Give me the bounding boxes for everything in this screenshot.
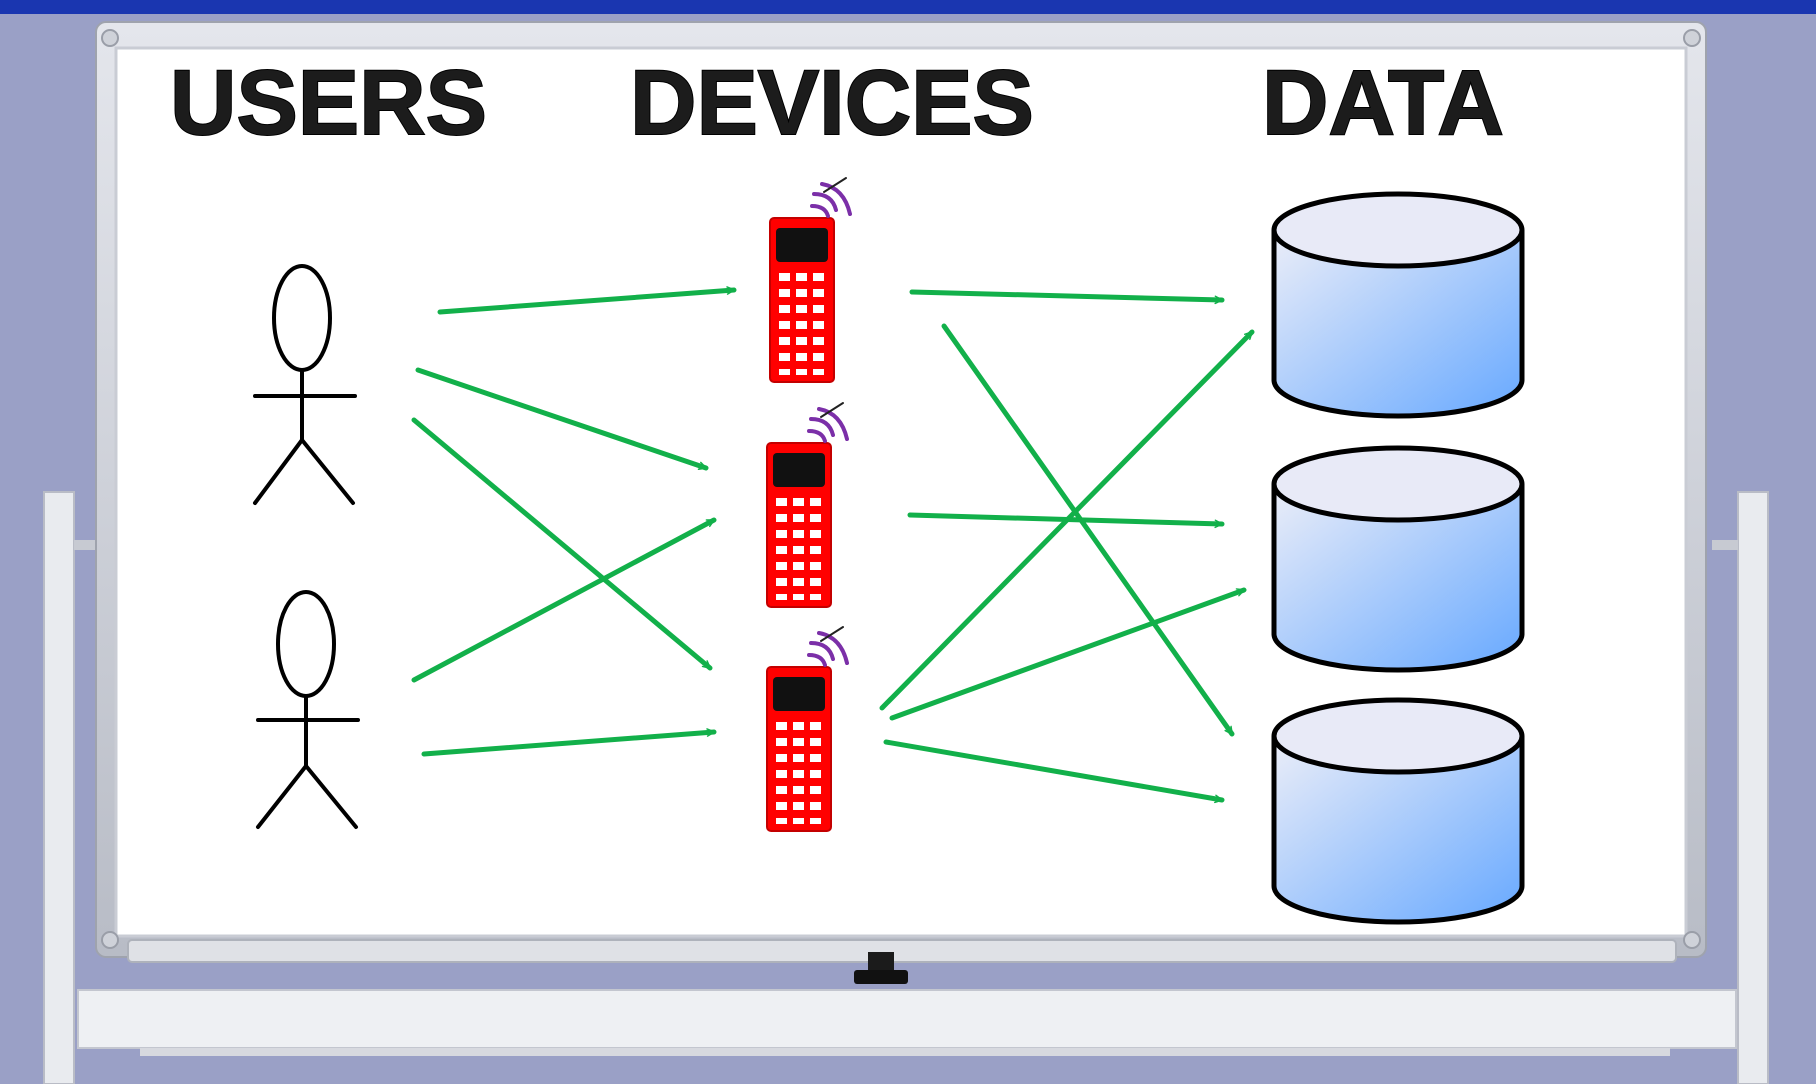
headings: ​ USERS DEVICES DATA	[169, 51, 1505, 155]
arrow-user1-device3	[411, 417, 713, 671]
device-3	[766, 626, 849, 832]
stick-figure-icon	[256, 590, 360, 829]
arrow-device3-data2	[889, 587, 1247, 721]
arrow-device1-data1	[909, 289, 1225, 305]
antenna-waves-icon	[807, 402, 849, 443]
user-2	[256, 590, 360, 829]
data-store-3	[1271, 697, 1525, 925]
marker-tray	[127, 939, 1677, 963]
arrow-device1-data3	[941, 323, 1235, 737]
data-store-2	[1271, 445, 1525, 673]
heading-data: DATA	[1262, 52, 1504, 154]
mobile-phone-icon	[769, 177, 852, 383]
arrow-device3-data1	[879, 329, 1255, 711]
antenna-waves-icon	[810, 177, 852, 218]
mobile-phone-icon	[766, 402, 849, 608]
database-cylinder-icon	[1271, 445, 1525, 673]
eraser-icon	[854, 952, 908, 984]
whiteboard-stand	[43, 491, 1769, 1084]
connection-arrows	[411, 286, 1255, 804]
device-1	[769, 177, 852, 383]
data-store-1	[1271, 191, 1525, 419]
arrow-device3-data3	[883, 739, 1225, 804]
heading-users: USERS	[170, 52, 487, 154]
top-bar	[0, 0, 1816, 14]
arrow-user2-device2	[411, 517, 717, 683]
mobile-phone-icon	[766, 626, 849, 832]
heading-devices: DEVICES	[630, 52, 1034, 154]
database-cylinder-icon	[1271, 697, 1525, 925]
arrow-user1-device1	[437, 286, 737, 315]
database-cylinder-icon	[1271, 191, 1525, 419]
user-1	[253, 264, 357, 505]
device-2	[766, 402, 849, 608]
antenna-waves-icon	[807, 626, 849, 667]
arrow-user2-device3	[421, 728, 717, 757]
arrow-user1-device2	[415, 367, 709, 471]
stick-figure-icon	[253, 264, 357, 505]
